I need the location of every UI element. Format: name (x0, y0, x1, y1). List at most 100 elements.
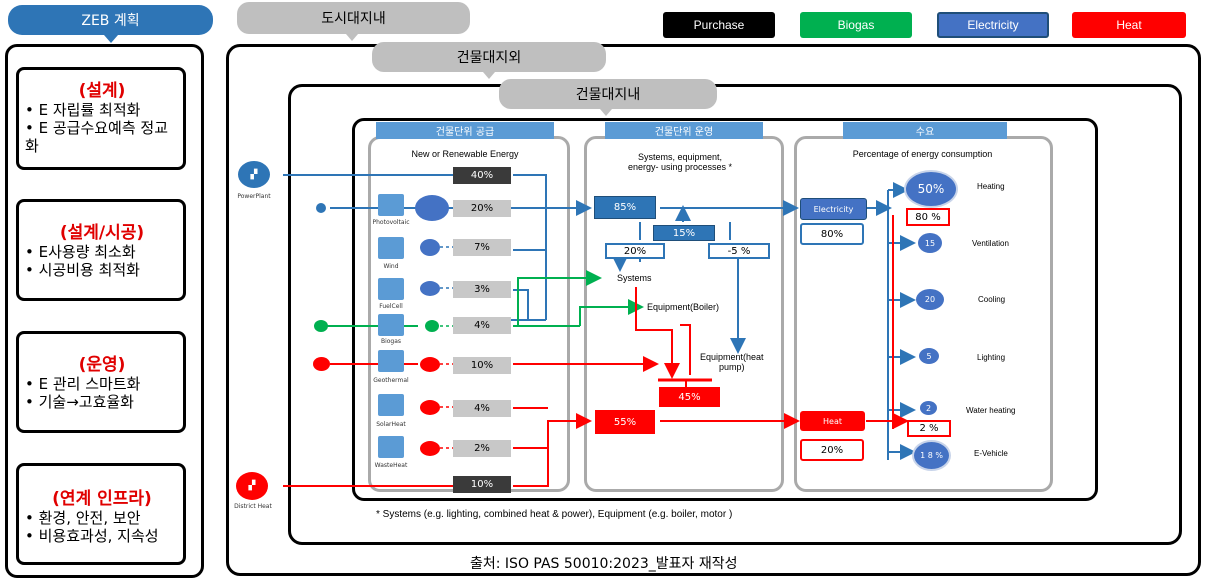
demand-heat-pct: 20% (800, 439, 864, 461)
supply-pct-fuelcell: 3% (453, 281, 511, 298)
fuelcell-icon (378, 278, 404, 300)
section-title: (설계) (78, 81, 126, 101)
demand-electricity-pct: 80% (800, 223, 864, 245)
evehicle-circle: 1 8 % (912, 440, 951, 471)
supply-pct-purchase-elec: 40% (453, 167, 511, 184)
footnote: * Systems (e.g. lighting, combined heat … (376, 509, 733, 520)
scope-inside-text: 건물대지내 (575, 87, 641, 103)
demand-electricity-label: Electricity (800, 198, 867, 220)
operation-title: Systems, equipment, energy- using proces… (627, 152, 733, 172)
operation-elec-15: 15% (653, 225, 715, 241)
legend-purchase: Purchase (663, 12, 775, 38)
zeb-plan-header: ZEB 계획 (8, 5, 213, 35)
plan-section-infrastructure: (연계 인프라) • 환경, 안전, 보안 • 비용효과성, 지속성 (16, 463, 186, 565)
heat-to-hotwater-pct: 2 % (907, 420, 951, 437)
demand-title: Percentage of energy consumption (852, 149, 993, 159)
solarheat-oval (420, 400, 440, 415)
scope-city-label: 도시대지내 (237, 2, 470, 34)
supply-pct-wind: 7% (453, 239, 511, 256)
supply-header: 건물단위 공급 (376, 122, 554, 139)
lighting-circle: 5 (919, 348, 939, 364)
plan-section-design: (설계) • E 자립률 최적화 • E 공급수요예측 정교화 (16, 67, 186, 170)
legend-biogas: Biogas (800, 12, 912, 38)
section-line: • 비용효과성, 지속성 (25, 527, 159, 545)
operation-header: 건물단위 운영 (605, 122, 763, 139)
operation-heat-total: 55% (595, 410, 655, 434)
solarheat-label: SolarHeat (376, 421, 406, 428)
demand-water-heating-label: Water heating (966, 406, 1016, 415)
power-plant-label: PowerPlant (237, 193, 271, 200)
section-line: • E사용량 최소화 (25, 243, 136, 261)
demand-ventilation-label: Ventilation (972, 239, 1009, 248)
zeb-header-pointer (104, 35, 118, 43)
geothermal-icon (378, 350, 404, 372)
scope-city-text: 도시대지내 (321, 11, 386, 27)
wasteheat-icon (378, 436, 404, 458)
ventilation-circle: 15 (918, 233, 942, 253)
supply-pct-biogas: 4% (453, 317, 511, 334)
demand-cooling-label: Cooling (978, 295, 1006, 304)
cooling-circle: 20 (916, 289, 944, 310)
heating-share-circle: 50% (904, 170, 958, 208)
wasteheat-oval (420, 441, 440, 456)
fuelcell-oval (420, 281, 440, 296)
building-frame (352, 118, 1098, 501)
supply-pct-geothermal: 10% (453, 357, 511, 374)
section-title: (연계 인프라) (52, 489, 152, 509)
scope-outside-frame (226, 44, 1201, 576)
section-line: • E 자립률 최적화 (25, 101, 141, 119)
scope-inside-pointer (600, 109, 612, 116)
power-plant-icon: ▞ (238, 161, 270, 188)
section-line: • 시공비용 최적화 (25, 261, 140, 279)
elec-to-heating-pct: 80 % (906, 208, 950, 226)
supply-pct-purchase-heat: 10% (453, 476, 511, 493)
district-heat-label: District Heat (234, 503, 272, 510)
biogas-oval (425, 320, 439, 332)
photovoltaic-label: Photovoltaic (372, 219, 410, 226)
supply-pct-solarheat: 4% (453, 400, 511, 417)
operation-heat-45: 45% (659, 387, 720, 407)
section-line: • E 관리 스마트화 (25, 375, 141, 393)
plan-section-operation: (운영) • E 관리 스마트화 • 기술→고효율화 (16, 331, 186, 433)
operation-elec-neg5: -5 % (708, 243, 770, 259)
biogas-icon (378, 314, 404, 336)
section-line: • E 공급수요예측 정교화 (25, 119, 169, 155)
solarheat-icon (378, 394, 404, 416)
demand-header: 수요 (843, 122, 1007, 139)
elec-source-dot (316, 203, 326, 213)
supply-pct-wasteheat: 2% (453, 440, 511, 457)
section-title: (설계/시공) (59, 223, 145, 243)
district-heat-icon: ▞ (236, 472, 268, 500)
heat-source-dot (313, 357, 330, 371)
scope-inside-label: 건물대지내 (499, 79, 717, 109)
section-title: (운영) (78, 355, 126, 375)
operation-electricity-total: 85% (594, 196, 656, 219)
photovoltaic-icon (378, 194, 404, 216)
wind-icon (378, 237, 404, 259)
fuelcell-label: FuelCell (379, 303, 403, 310)
water-heating-circle: 2 (920, 401, 937, 415)
zeb-plan-label: ZEB 계획 (81, 13, 140, 29)
section-line: • 기술→고효율화 (25, 393, 134, 411)
scope-outside-text: 건물대지외 (456, 50, 522, 66)
zeb-plan-panel (5, 44, 204, 578)
operation-boiler: Equipment(Boiler) (647, 302, 720, 312)
supply-title: New or Renewable Energy (411, 149, 519, 159)
biogas-label: Biogas (380, 338, 402, 345)
section-line: • 환경, 안전, 보안 (25, 509, 141, 527)
demand-lighting-label: Lighting (977, 353, 1006, 362)
biogas-source-dot (314, 320, 328, 332)
geothermal-oval (420, 357, 440, 372)
operation-systems: Systems (617, 273, 652, 283)
wind-oval (420, 239, 440, 256)
scope-city-pointer (346, 34, 358, 41)
geothermal-label: Geothermal (373, 377, 409, 384)
source-note: 출처: ISO PAS 50010:2023_발표자 재작성 (470, 556, 738, 572)
supply-pct-photovoltaic: 20% (453, 200, 511, 217)
photovoltaic-oval (415, 195, 449, 221)
demand-evehicle-label: E-Vehicle (974, 449, 1008, 458)
wind-label: Wind (383, 263, 399, 270)
demand-heating-label: Heating (977, 182, 1005, 191)
wasteheat-label: WasteHeat (374, 462, 408, 469)
